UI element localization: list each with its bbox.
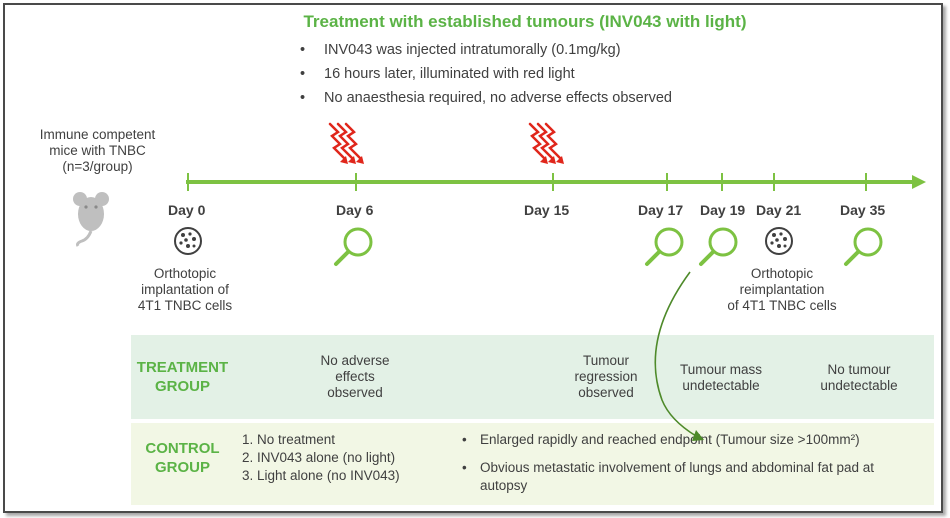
- control-group-label: CONTROL GROUP: [145, 440, 220, 476]
- treatment-group-label: TREATMENT GROUP: [136, 359, 229, 395]
- day-label: Day 21: [756, 202, 802, 218]
- red-light-icon: [528, 122, 564, 164]
- control-item: 2. INV043 alone (no light): [242, 450, 396, 465]
- treatment-group-band: [131, 335, 934, 419]
- day-label: Day 17: [638, 202, 684, 218]
- timeline-arrow: [186, 173, 926, 191]
- protocol-bullets: INV043 was injected intratumorally (0.1m…: [300, 38, 672, 110]
- control-item: 3. Light alone (no INV043): [242, 468, 400, 483]
- day-label: Day 6: [336, 202, 374, 218]
- treatment-day35-result: No tumour undetectable: [820, 362, 898, 393]
- treatment-day6-result: No adverse effects observed: [320, 353, 390, 400]
- implantation-label: Orthotopic implantation of 4T1 TNBC cell…: [137, 266, 233, 313]
- protocol-bullet: INV043 was injected intratumorally (0.1m…: [300, 38, 672, 62]
- control-outcome: • Enlarged rapidly and reached endpoint …: [462, 432, 860, 447]
- day-label: Day 0: [168, 202, 206, 218]
- protocol-bullet: No anaesthesia required, no adverse effe…: [300, 86, 672, 110]
- magnifier-icon: [334, 227, 373, 266]
- magnifier-icon: [645, 227, 684, 266]
- magnifier-icon: [844, 227, 883, 266]
- treatment-day17-result: Tumour regression observed: [574, 353, 638, 400]
- magnifier-icon: [699, 227, 738, 266]
- control-outcomes: • Enlarged rapidly and reached endpoint …: [462, 431, 930, 495]
- control-item: 1. No treatment: [242, 432, 336, 447]
- reimplantation-label: Orthotopic reimplantation of 4T1 TNBC ce…: [727, 266, 837, 313]
- control-group-band: [131, 423, 934, 505]
- mouse-icon: [73, 192, 109, 247]
- treatment-day19-result: Tumour mass undetectable: [679, 362, 762, 393]
- control-group-list: 1. No treatment 2. INV043 alone (no ligh…: [242, 431, 452, 485]
- day-label: Day 35: [840, 202, 886, 218]
- cell-culture-icon: [174, 227, 202, 255]
- connector-arrow: [654, 271, 704, 441]
- mice-label: Immune competent mice with TNBC (n=3/gro…: [39, 127, 156, 174]
- protocol-bullet: 16 hours later, illuminated with red lig…: [300, 62, 672, 86]
- slide-title: Treatment with established tumours (INV0…: [303, 12, 747, 31]
- red-light-icon: [328, 122, 364, 164]
- control-outcome: • Obvious metastatic involvement of lung…: [462, 460, 874, 493]
- cell-culture-icon: [765, 227, 793, 255]
- day-label: Day 19: [700, 202, 746, 218]
- day-label: Day 15: [524, 202, 570, 218]
